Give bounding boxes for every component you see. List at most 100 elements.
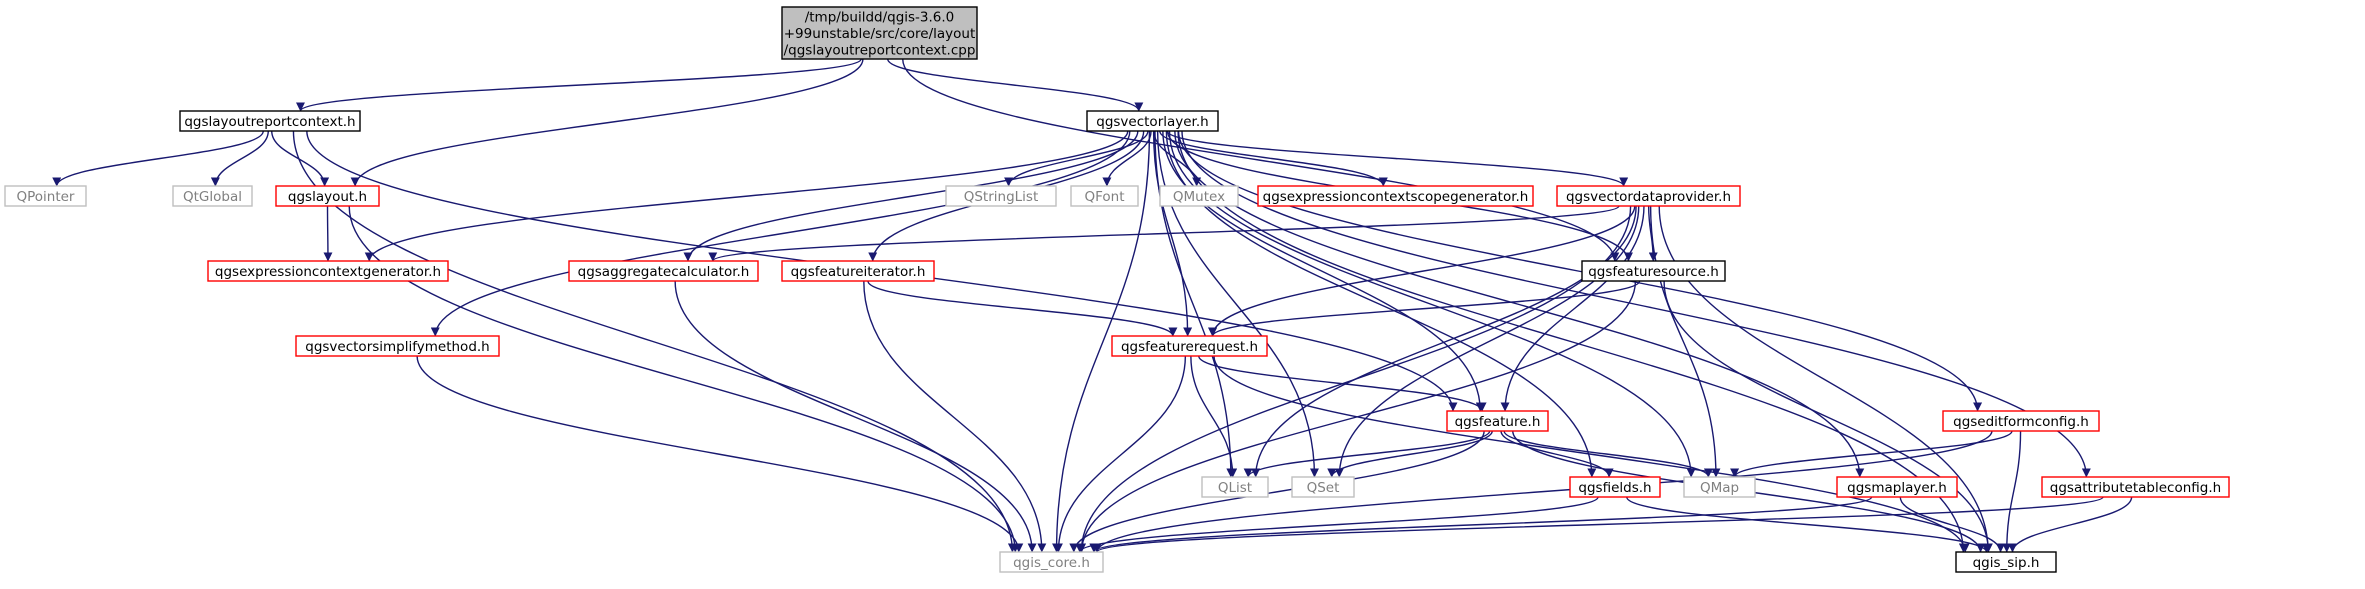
node-layout[interactable]: qgslayout.h bbox=[275, 185, 380, 207]
node-exprscopegen[interactable]: qgsexpressioncontextscopegenerator.h bbox=[1257, 185, 1534, 207]
node-maplayer[interactable]: qgsmaplayer.h bbox=[1836, 476, 1958, 498]
node-label: QSet bbox=[1307, 480, 1340, 496]
edge-simplify-to-core bbox=[416, 355, 1024, 553]
edge-feature-to-qmap bbox=[1503, 430, 1713, 478]
edge-feature-to-core bbox=[1069, 430, 1485, 553]
node-featreq[interactable]: qgsfeaturerequest.h bbox=[1111, 335, 1268, 357]
node-box bbox=[1111, 335, 1268, 357]
node-root[interactable]: /tmp/buildd/qgis-3.6.0+99unstable/src/co… bbox=[781, 6, 978, 60]
node-box bbox=[1446, 410, 1549, 432]
node-label: QFont bbox=[1084, 189, 1124, 205]
node-box bbox=[1291, 476, 1355, 498]
node-label: qgsfields.h bbox=[1578, 480, 1651, 496]
node-label: +99unstable/src/core/layout bbox=[784, 26, 976, 42]
node-label: QMap bbox=[1700, 480, 1739, 496]
edge-vectorlayer-to-qmap bbox=[1168, 130, 1696, 478]
node-vectorlayer[interactable]: qgsvectorlayer.h bbox=[1086, 110, 1219, 132]
edge-editform-to-qmap bbox=[1730, 430, 2013, 478]
node-label: qgsvectordataprovider.h bbox=[1566, 189, 1731, 205]
node-featiter[interactable]: qgsfeatureiterator.h bbox=[781, 260, 935, 282]
edge-vectorlayer-to-editform bbox=[1177, 130, 1983, 412]
edge-feature-to-qset bbox=[1327, 430, 1493, 478]
edge-vdp-to-featsource bbox=[1647, 205, 1658, 262]
node-label: /qgslayoutreportcontext.cpp bbox=[784, 42, 976, 58]
edge-attrtable-to-core bbox=[1092, 496, 2104, 553]
node-label: qgsfeaturesource.h bbox=[1588, 264, 1719, 280]
node-box bbox=[1086, 110, 1219, 132]
edge-vectorlayer-to-feature bbox=[1162, 130, 1485, 412]
node-label: qgsattributetableconfig.h bbox=[2050, 480, 2221, 496]
node-qmutex[interactable]: QMutex bbox=[1159, 185, 1239, 207]
node-label: /tmp/buildd/qgis-3.6.0 bbox=[805, 9, 955, 25]
edge-featreq-to-sip bbox=[1213, 355, 1970, 553]
edge-vectorlayer-to-core bbox=[1052, 130, 1151, 553]
node-qfont[interactable]: QFont bbox=[1070, 185, 1139, 207]
node-editform[interactable]: qgseditformconfig.h bbox=[1942, 410, 2100, 432]
node-box bbox=[1257, 185, 1534, 207]
edge-featreq-to-core bbox=[1053, 355, 1187, 553]
node-label: qgsvectorlayer.h bbox=[1096, 114, 1208, 130]
node-reportctx[interactable]: qgslayoutreportcontext.h bbox=[179, 110, 361, 132]
node-box bbox=[945, 185, 1057, 207]
node-box bbox=[1569, 476, 1661, 498]
edge-vectorlayer-to-exprctxgen bbox=[364, 130, 1129, 262]
edge-vdp-to-core bbox=[1076, 205, 1632, 553]
node-label: QPointer bbox=[16, 189, 74, 205]
node-box bbox=[1942, 410, 2100, 432]
node-box bbox=[1159, 185, 1239, 207]
edge-root-to-vectorlayer bbox=[886, 58, 1144, 112]
node-box bbox=[1955, 551, 2057, 573]
node-box bbox=[1581, 260, 1726, 282]
edge-editform-to-core bbox=[1092, 430, 1993, 553]
node-simplify[interactable]: qgsvectorsimplifymethod.h bbox=[295, 335, 500, 357]
node-box bbox=[1683, 476, 1756, 498]
node-label: qgsfeatureiterator.h bbox=[791, 264, 926, 280]
node-attrtable[interactable]: qgsattributetableconfig.h bbox=[2041, 476, 2230, 498]
edge-layer bbox=[52, 58, 2133, 553]
node-fields[interactable]: qgsfields.h bbox=[1569, 476, 1661, 498]
node-box bbox=[1556, 185, 1741, 207]
node-label: qgsaggregatecalculator.h bbox=[578, 264, 750, 280]
node-label: QMutex bbox=[1173, 189, 1225, 205]
node-box bbox=[207, 260, 449, 282]
node-box bbox=[999, 551, 1104, 573]
edge-vdp-to-qlist bbox=[1251, 205, 1637, 478]
node-qset[interactable]: QSet bbox=[1291, 476, 1355, 498]
edge-reportctx-to-qtglobal bbox=[210, 130, 269, 187]
edge-attrtable-to-sip bbox=[2008, 496, 2133, 553]
node-qlist[interactable]: QList bbox=[1201, 476, 1269, 498]
node-qpointer[interactable]: QPointer bbox=[4, 185, 87, 207]
edge-vdp-to-sip bbox=[1658, 205, 1993, 553]
node-vdp[interactable]: qgsvectordataprovider.h bbox=[1556, 185, 1741, 207]
node-core[interactable]: qgis_core.h bbox=[999, 551, 1104, 573]
node-feature[interactable]: qgsfeature.h bbox=[1446, 410, 1549, 432]
edge-featsource-to-featreq bbox=[1208, 280, 1641, 337]
node-label: QList bbox=[1218, 480, 1252, 496]
node-box bbox=[179, 110, 361, 132]
edge-root-to-layout bbox=[350, 58, 864, 187]
edge-editform-to-sip bbox=[2002, 430, 2022, 553]
node-qtglobal[interactable]: QtGlobal bbox=[172, 185, 253, 207]
edge-vectorlayer-to-vdp bbox=[1166, 130, 1629, 187]
node-box bbox=[1836, 476, 1958, 498]
node-label: qgslayout.h bbox=[288, 189, 367, 205]
edge-vectorlayer-to-qlist bbox=[1154, 130, 1236, 478]
node-sip[interactable]: qgis_sip.h bbox=[1955, 551, 2057, 573]
node-label: qgsfeature.h bbox=[1455, 414, 1541, 430]
edge-reportctx-to-qpointer bbox=[52, 130, 264, 187]
edge-featreq-to-qlist bbox=[1190, 355, 1238, 478]
node-label: qgsfeaturerequest.h bbox=[1121, 339, 1258, 355]
node-qmap[interactable]: QMap bbox=[1683, 476, 1756, 498]
node-box bbox=[781, 260, 935, 282]
node-qstringlist[interactable]: QStringList bbox=[945, 185, 1057, 207]
node-label: qgsexpressioncontextgenerator.h bbox=[215, 264, 441, 280]
node-layer: /tmp/buildd/qgis-3.6.0+99unstable/src/co… bbox=[4, 6, 2230, 573]
edge-feature-to-fields bbox=[1500, 430, 1614, 478]
node-featsource[interactable]: qgsfeaturesource.h bbox=[1581, 260, 1726, 282]
node-exprctxgen[interactable]: qgsexpressioncontextgenerator.h bbox=[207, 260, 449, 282]
node-label: qgslayoutreportcontext.h bbox=[184, 114, 355, 130]
edge-root-to-featsource bbox=[902, 58, 1620, 262]
edge-feature-to-qlist bbox=[1243, 430, 1491, 478]
node-aggcalc[interactable]: qgsaggregatecalculator.h bbox=[568, 260, 759, 282]
